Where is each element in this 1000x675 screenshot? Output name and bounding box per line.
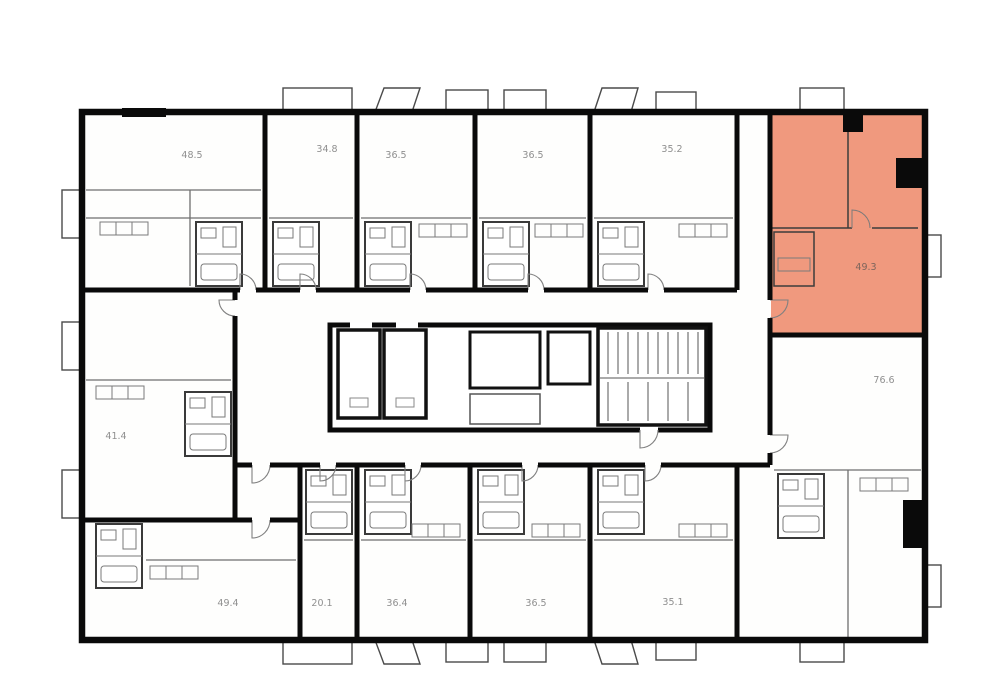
staircase xyxy=(596,326,708,427)
elevator-shaft xyxy=(382,328,428,420)
area-label-left: 41.4 xyxy=(105,431,126,442)
stair-treads xyxy=(607,332,699,374)
area-label-top-2: 34.8 xyxy=(316,144,337,155)
area-label-top-1: 48.5 xyxy=(181,150,202,161)
building-core xyxy=(327,322,713,433)
building-outline xyxy=(78,108,929,644)
area-label-bottom-1: 49.4 xyxy=(217,598,238,609)
area-label-top-3: 36.5 xyxy=(385,150,406,161)
unit-area-labels: 48.5 34.8 36.5 36.5 35.2 49.3 76.6 41.4 … xyxy=(105,144,894,609)
service-shaft xyxy=(469,393,541,425)
stair-treads xyxy=(607,382,689,421)
wall-pier xyxy=(122,108,925,548)
highlighted-unit xyxy=(771,113,923,334)
service-shaft xyxy=(468,330,542,390)
area-label-bottom-4: 36.5 xyxy=(525,598,546,609)
interior-partition-lines xyxy=(86,189,921,637)
highlighted-unit-partitions xyxy=(772,113,918,287)
area-label-top-4: 36.5 xyxy=(522,150,543,161)
structural-walls xyxy=(78,108,929,644)
area-label-bottom-3: 36.4 xyxy=(386,598,407,609)
area-label-top-5: 35.2 xyxy=(661,144,682,155)
area-label-highlighted-unit: 49.3 xyxy=(855,262,876,273)
area-label-right: 76.6 xyxy=(873,375,894,386)
service-shaft xyxy=(546,330,592,386)
area-label-bottom-2: 20.1 xyxy=(311,598,332,609)
area-label-bottom-5: 35.1 xyxy=(662,597,683,608)
elevator-shaft xyxy=(336,328,382,420)
door-swing-arcs xyxy=(218,273,789,539)
